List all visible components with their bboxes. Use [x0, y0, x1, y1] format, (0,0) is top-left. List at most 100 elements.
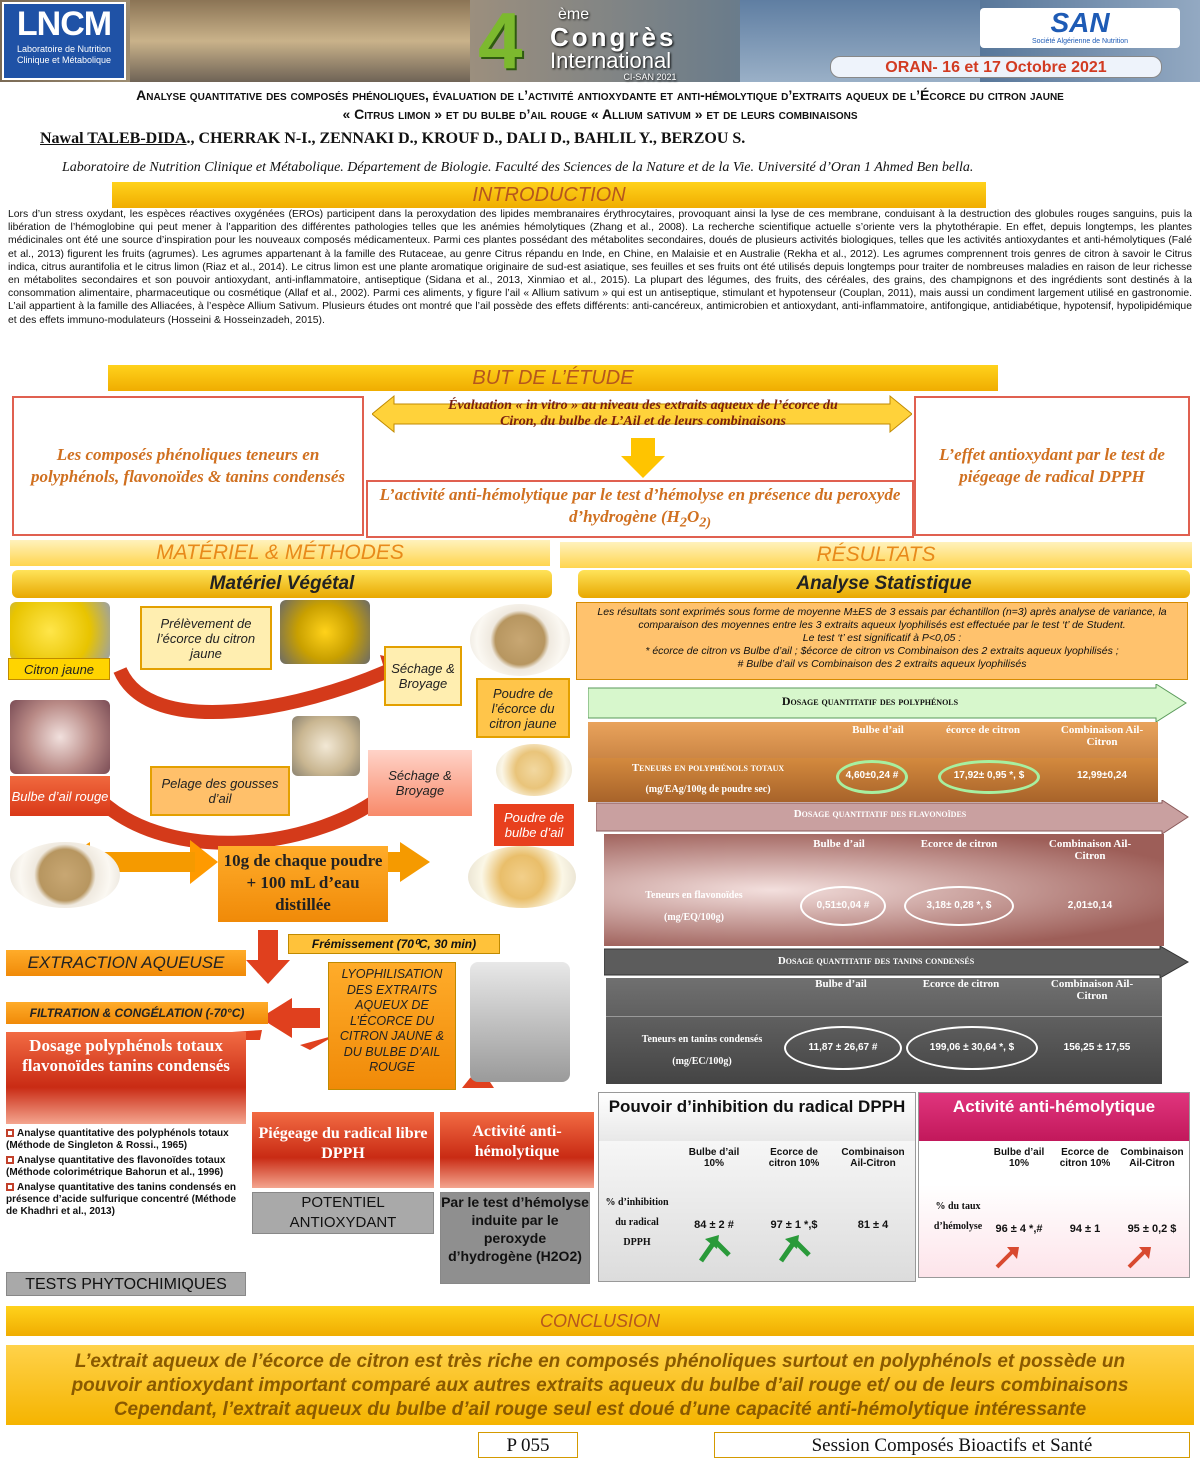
flav-col: Combinaison Ail-Citron — [1048, 838, 1132, 862]
tan-title: Dosage quantitatif des tanins condensés — [777, 955, 975, 967]
tan-col: Ecorce de citron — [922, 978, 1000, 990]
extraction-label: EXTRACTION AQUEUSE — [6, 950, 246, 976]
tan-val: 199,06 ± 30,64 *, $ — [929, 1042, 1015, 1053]
tan-val: 11,87 ± 26,67 # — [808, 1042, 878, 1053]
poly-row-label: Teneurs en polyphénols totaux — [631, 762, 785, 774]
lncm-logo: LNCM Laboratoire de Nutrition Clinique e… — [2, 2, 126, 80]
lyophilisation-box: LYOPHILISATION DES EXTRAITS AQUEUX DE L’… — [328, 962, 456, 1090]
dpph-table: Pouvoir d’inhibition du radical DPPH Bul… — [598, 1092, 916, 1282]
dpph-title: Pouvoir d’inhibition du radical DPPH — [599, 1093, 915, 1141]
activite-box: Activité anti-hémolytique — [440, 1112, 594, 1188]
list-item: Analyse quantitative des tanins condensé… — [6, 1181, 237, 1218]
tests-label: TESTS PHYTOCHIMIQUES — [6, 1272, 246, 1296]
double-arrow — [372, 394, 912, 434]
but-right-box: L’effet antioxydant par le test de piége… — [914, 396, 1190, 536]
tan-col: Bulbe d’ail — [815, 978, 867, 990]
peel-photo — [280, 600, 370, 664]
up-arrow-icon — [698, 1235, 731, 1263]
dpph-col: Combinaison Ail-Citron — [841, 1147, 905, 1169]
but-heading: BUT DE L’ÉTUDE — [108, 365, 998, 391]
tan-row-label: Teneurs en tanins condensés — [641, 1034, 763, 1045]
tan-table: Bulbe d’ail Ecorce de citron Combinaison… — [606, 978, 1162, 1084]
flav-row-unit: (mg/EQ/100g) — [664, 912, 724, 923]
filtration-label: FILTRATION & CONGÉLATION (-70°C) — [6, 1002, 268, 1024]
hemo-val: 95 ± 0,2 $ — [1127, 1223, 1177, 1235]
tan-arrow — [604, 946, 1190, 978]
poly-title: Dosage quantitatif des polyphénols — [781, 694, 959, 708]
citron-label: Citron jaune — [8, 658, 110, 680]
flav-col: Ecorce de citron — [920, 838, 998, 850]
hemo-col: Combinaison Ail-Citron — [1120, 1147, 1184, 1169]
flav-table: Bulbe d’ail Ecorce de citron Combinaison… — [604, 834, 1164, 946]
flav-arrow — [596, 800, 1189, 834]
poly-table: Bulbe d’ail écorce de citron Combinaison… — [588, 722, 1158, 802]
flav-val: 2,01±0,14 — [1067, 900, 1113, 911]
flav-title: Dosage quantitatif des flavonoïdes — [793, 808, 967, 820]
but-center-text: Évaluation « in vitro » au niveau des ex… — [448, 398, 838, 429]
flav-col: Bulbe d’ail — [813, 838, 865, 850]
poudre-bulbe-label: Poudre de bulbe d’ail — [494, 804, 574, 846]
analysis-list: Analyse quantitative des polyphénols tot… — [6, 1128, 248, 1270]
poly-val: 12,99±0,24 — [1077, 770, 1127, 781]
dosage-box: Dosage polyphénols totaux flavonoïdes ta… — [6, 1032, 246, 1124]
poudre-citron-label: Poudre de l’écorce du citron jaune — [476, 678, 570, 738]
hemo-val: 94 ± 1 — [1069, 1223, 1101, 1235]
hemo-table: Activité anti-hémolytique Bulbe d’ail 10… — [918, 1092, 1190, 1278]
but-bottom-box: L’activité anti-hémolytique par le test … — [366, 480, 914, 538]
tan-val: 156,25 ± 17,55 — [1063, 1042, 1131, 1053]
material-subheading: Matériel Végétal — [12, 570, 552, 598]
hemo-title: Activité anti-hémolytique — [919, 1093, 1189, 1141]
up-arrow-icon — [995, 1247, 1019, 1269]
authors: Nawal TALEB-DIDA., CHERRAK N-I., ZENNAKI… — [40, 130, 746, 147]
garlic-powder-plate — [468, 846, 576, 908]
down-arrow — [621, 438, 665, 478]
dpph-row: % d’inhibition du radical DPPH — [605, 1197, 669, 1248]
stats-subheading: Analyse Statistique — [578, 570, 1190, 598]
conclusion-heading: CONCLUSION — [6, 1306, 1194, 1336]
dpph-val: 84 ± 2 # — [694, 1219, 734, 1231]
sechage-label-1: Séchage & Broyage — [384, 646, 462, 706]
poly-row-unit: (mg/EAg/100g de poudre sec) — [645, 784, 771, 795]
poster-title: Analyse quantitative des composés phénol… — [136, 87, 1064, 122]
pelage-label: Pelage des gousses d’ail — [150, 766, 290, 816]
lyophilizer-photo — [470, 962, 570, 1082]
poly-col: écorce de citron — [945, 724, 1021, 736]
fremissement-label: Frémissement (70⁰C, 30 min) — [288, 934, 500, 954]
dpph-val: 81 ± 4 — [857, 1219, 889, 1231]
intro-heading: INTRODUCTION — [112, 182, 986, 208]
lemon-photo — [10, 602, 110, 660]
poly-arrow — [588, 684, 1187, 722]
hemo-col: Ecorce de citron 10% — [1059, 1147, 1111, 1169]
flav-row-label: Teneurs en flavonoïdes — [645, 890, 743, 901]
list-item: Analyse quantitative des flavonoïdes tot… — [6, 1154, 226, 1179]
flav-val: 3,18± 0,28 *, $ — [926, 900, 992, 911]
hemo-col: Bulbe d’ail 10% — [993, 1147, 1045, 1169]
congress-date: ORAN- 16 et 17 Octobre 2021 — [830, 56, 1162, 78]
prelevement-label: Prélèvement de l’écorce du citron jaune — [140, 606, 272, 670]
methods-heading: MATÉRIEL & MÉTHODES — [10, 540, 550, 566]
citron-powder-plate — [10, 842, 120, 908]
mix-box: 10g de chaque poudre + 100 mL d’eau dist… — [218, 846, 388, 922]
partest-label: Par le test d’hémolyse induite par le pe… — [440, 1192, 590, 1284]
potentiel-label: POTENTIEL ANTIOXYDANT — [252, 1192, 434, 1234]
dpph-col: Ecorce de citron 10% — [768, 1147, 820, 1169]
san-logo: SAN Société Algérienne de Nutrition — [980, 8, 1180, 48]
garlic-photo — [10, 700, 110, 774]
results-heading: RÉSULTATS — [560, 542, 1192, 568]
tan-row-unit: (mg/EC/100g) — [672, 1056, 732, 1067]
but-left-box: Les composés phénoliques teneurs en poly… — [12, 396, 364, 536]
garlic-powder-photo — [496, 744, 572, 796]
congress-number: 4 — [478, 0, 523, 85]
affiliation: Laboratoire de Nutrition Clinique et Mét… — [62, 160, 974, 175]
banner-photo — [130, 0, 470, 82]
intro-text: Lors d’un stress oxydant, les espèces ré… — [8, 209, 1192, 326]
stats-note: Les résultats sont exprimés sous forme d… — [576, 602, 1188, 680]
up-arrow-icon — [1127, 1247, 1151, 1269]
poly-val: 4,60±0,24 # — [845, 770, 899, 781]
hemo-row: % du taux d’hémolyse — [933, 1201, 983, 1232]
conclusion-text: L’extrait aqueux de l’écorce de citron e… — [6, 1345, 1194, 1425]
list-item: Analyse quantitative des polyphénols tot… — [6, 1128, 229, 1152]
tan-col: Combinaison Ail-Citron — [1050, 978, 1134, 1002]
piegeage-box: Piégeage du radical libre DPPH — [252, 1112, 434, 1188]
sechage-label-2: Séchage & Broyage — [368, 750, 472, 816]
